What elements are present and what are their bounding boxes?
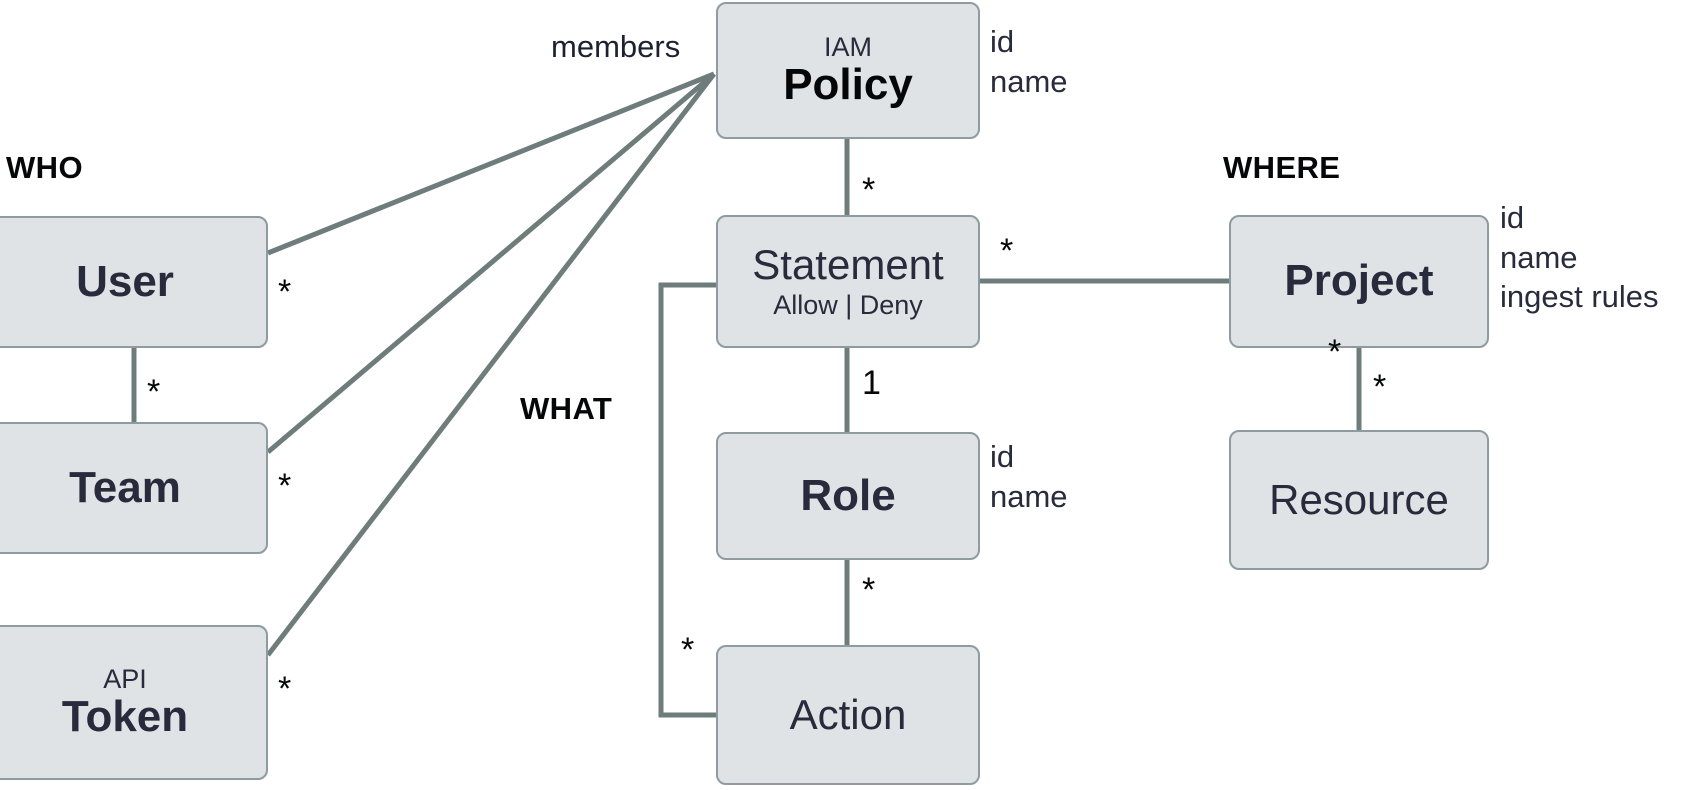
group-label-what: WHAT	[520, 391, 613, 426]
attrs-policy-0: id	[990, 24, 1015, 59]
attrs-role-0: id	[990, 439, 1015, 474]
node-resource-title: Resource	[1269, 475, 1449, 523]
edge-label-members: members	[551, 29, 681, 64]
mult-user-team: *	[147, 373, 161, 411]
node-team[interactable]: Team	[0, 422, 268, 554]
node-action-title: Action	[789, 690, 907, 738]
mult-statement-project: *	[1000, 232, 1014, 270]
link-team-policy	[266, 72, 716, 454]
mult-user-policy: *	[278, 273, 292, 311]
node-api-token-subtitle: API	[103, 663, 147, 694]
mult-project-resource-top: *	[1328, 333, 1342, 371]
mult-statement-role: 1	[862, 364, 881, 402]
node-team-title: Team	[69, 462, 181, 512]
attrs-project-1: name	[1500, 239, 1578, 275]
attrs-project-2: ingest rules	[1500, 279, 1659, 315]
attrs-role: id name	[990, 437, 1068, 516]
node-policy[interactable]: IAM Policy	[716, 2, 980, 139]
mult-statement-action: *	[681, 631, 695, 669]
node-user-title: User	[76, 256, 174, 306]
attrs-policy: id name	[990, 22, 1068, 101]
node-api-token-title: Token	[61, 692, 189, 742]
node-policy-title: Policy	[783, 60, 913, 110]
node-role-title: Role	[800, 470, 896, 520]
node-statement-title: Statement	[752, 240, 944, 288]
mult-team-policy: *	[278, 467, 292, 505]
node-project[interactable]: Project	[1229, 215, 1489, 348]
node-user[interactable]: User	[0, 216, 268, 348]
node-resource[interactable]: Resource	[1229, 430, 1489, 570]
group-label-who: WHO	[6, 150, 83, 185]
mult-role-action: *	[862, 571, 876, 609]
mult-token-policy: *	[278, 670, 292, 708]
mult-project-resource-bottom: *	[1373, 368, 1387, 406]
attrs-role-1: name	[990, 478, 1068, 514]
attrs-project-0: id	[1500, 200, 1525, 235]
group-label-where: WHERE	[1223, 150, 1341, 185]
node-role[interactable]: Role	[716, 432, 980, 560]
link-token-policy	[266, 72, 716, 657]
link-user-policy	[267, 71, 715, 256]
node-action[interactable]: Action	[716, 645, 980, 785]
node-api-token[interactable]: API Token	[0, 625, 268, 780]
node-statement-note: Allow | Deny	[773, 289, 923, 320]
attrs-policy-1: name	[990, 63, 1068, 99]
node-policy-subtitle: IAM	[823, 31, 872, 62]
attrs-project: id name ingest rules	[1500, 198, 1659, 317]
node-project-title: Project	[1284, 256, 1434, 306]
node-statement[interactable]: Statement Allow | Deny	[716, 215, 980, 348]
mult-policy-statement: *	[862, 171, 876, 209]
